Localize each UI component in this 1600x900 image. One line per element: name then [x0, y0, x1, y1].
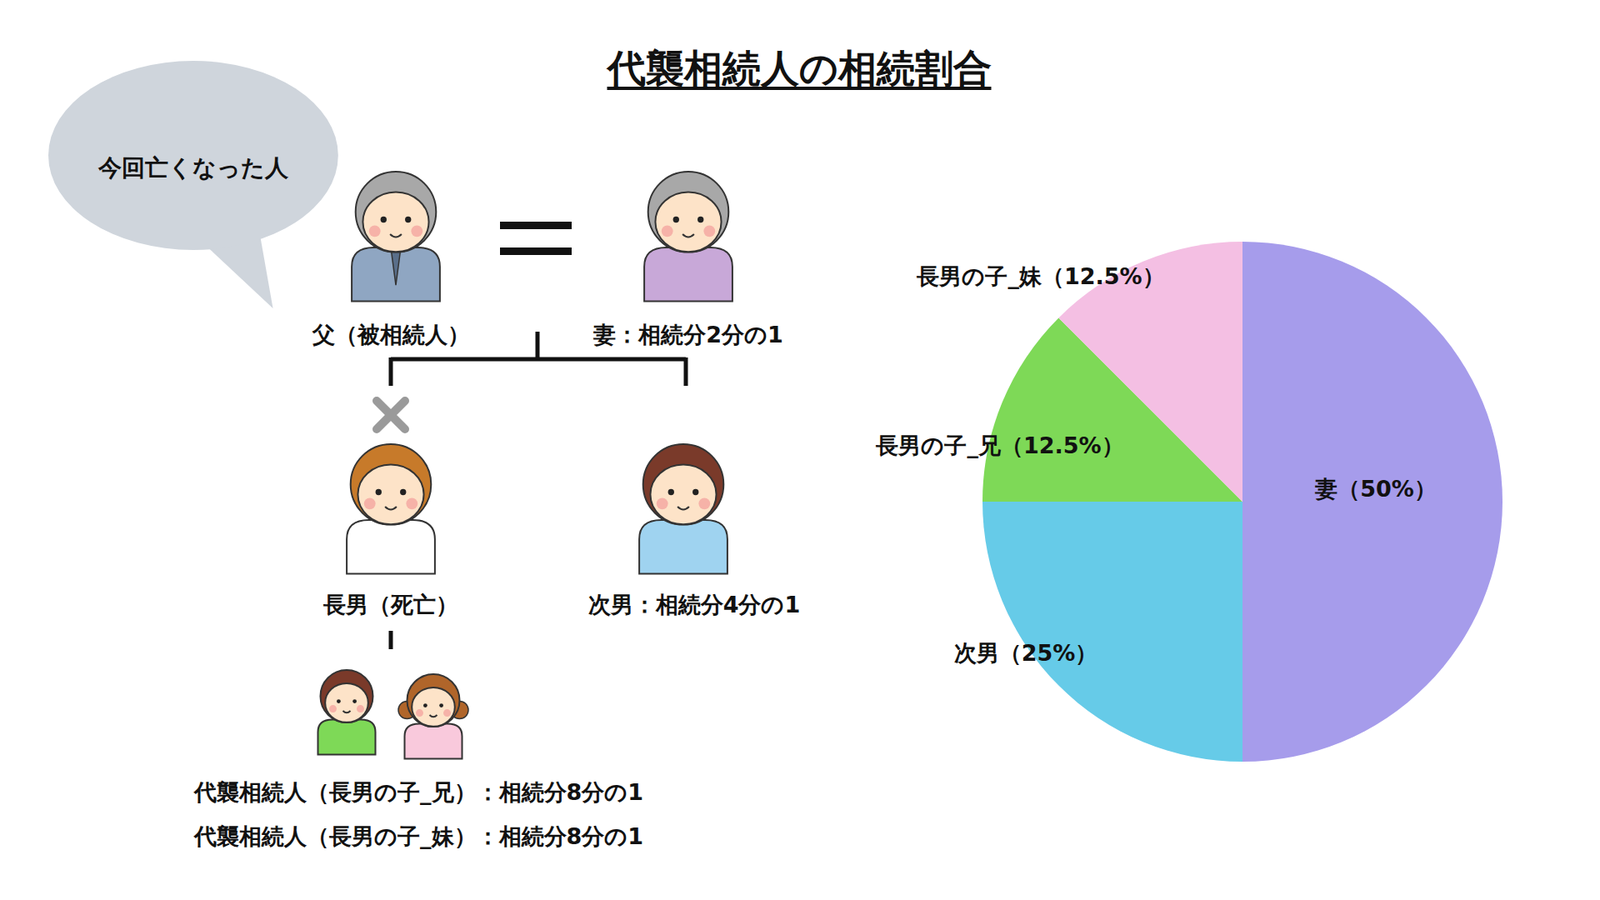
figure-part: [668, 489, 675, 495]
figure-part: [362, 191, 429, 252]
figure-part: [439, 703, 444, 708]
figure-part: [352, 699, 357, 704]
figure-part: [692, 489, 699, 495]
figure-part: [673, 216, 680, 223]
person-figure: [639, 444, 728, 574]
figure-part: [697, 216, 704, 223]
figure-part: [325, 683, 369, 723]
figure-part: [385, 506, 397, 510]
heir-label: 代襲相続人（長男の子_妹）：相続分8分の1: [194, 821, 644, 852]
figure-part: [655, 191, 721, 252]
pie-label: 長男の子_兄（12.5%）: [875, 430, 1124, 461]
figure-part: [336, 699, 341, 704]
person-label: 長男（死亡）: [323, 590, 459, 620]
cross-mark: [376, 400, 405, 430]
figure-part: [650, 464, 716, 525]
pie-label: 次男（25%）: [954, 638, 1099, 669]
figure-part: [682, 234, 695, 237]
heir-label: 代襲相続人（長男の子_兄）：相続分8分の1: [194, 777, 644, 808]
pie-label: 長男の子_妹（12.5%）: [916, 261, 1165, 292]
figure-part: [346, 520, 435, 574]
figure-part: [661, 225, 674, 237]
deceased-mark: [376, 400, 405, 430]
pie-slice: [982, 501, 1243, 762]
pie-label: 妻（50%）: [1315, 474, 1437, 505]
figure-part: [405, 216, 411, 223]
person-label: 妻：相続分2分の1: [593, 320, 784, 350]
figure-part: [648, 171, 730, 253]
figure-part: [380, 216, 387, 223]
figure-part: [369, 225, 381, 237]
figure-part: [405, 497, 418, 510]
figure-part: [405, 724, 463, 760]
person-figure: [318, 670, 376, 755]
pie-slice: [1242, 241, 1503, 762]
person-figure: [346, 444, 435, 574]
figure-part: [357, 464, 424, 525]
figure-part: [356, 705, 365, 713]
figure-part: [375, 489, 382, 495]
figure-part: [390, 247, 401, 285]
bubble-body: [48, 60, 339, 250]
figure-part: [320, 670, 374, 723]
figure-part: [410, 225, 423, 237]
equals-bar: [500, 247, 572, 255]
figure-part: [407, 674, 460, 727]
person-figure: [398, 674, 469, 759]
people-figures: [318, 171, 733, 759]
tree-line: [389, 630, 394, 650]
person-label: 次男：相続分4分の1: [588, 590, 801, 620]
figure-part: [430, 715, 438, 717]
figure-part: [643, 444, 725, 525]
figure-part: [698, 497, 710, 510]
figure-part: [415, 709, 424, 717]
figure-part: [364, 497, 376, 510]
title: 代襲相続人の相続割合: [607, 43, 992, 95]
pie-chart: [982, 241, 1503, 762]
figure-part: [423, 703, 428, 708]
person-figure: [351, 171, 440, 301]
figure-part: [318, 720, 376, 755]
figure-part: [400, 489, 406, 495]
figure-part: [656, 497, 669, 510]
figure-part: [677, 506, 690, 510]
figure-part: [351, 247, 440, 301]
equals-bar: [500, 221, 572, 230]
figure-part: [703, 225, 715, 237]
figure-part: [343, 710, 351, 713]
figure-part: [411, 687, 455, 727]
figure-part: [355, 171, 437, 253]
speech-bubble: 今回亡くなった人: [48, 60, 339, 250]
person-label: 父（被相続人）: [312, 320, 470, 350]
figure-part: [350, 444, 432, 525]
figure-part: [390, 234, 402, 237]
figure-part: [329, 705, 337, 713]
figure-part: [639, 520, 728, 574]
figure-part: [443, 709, 451, 717]
bubble-text: 今回亡くなった人: [98, 152, 289, 185]
person-figure: [644, 171, 733, 301]
equals-sign: [500, 221, 572, 255]
figure-part: [644, 247, 733, 301]
